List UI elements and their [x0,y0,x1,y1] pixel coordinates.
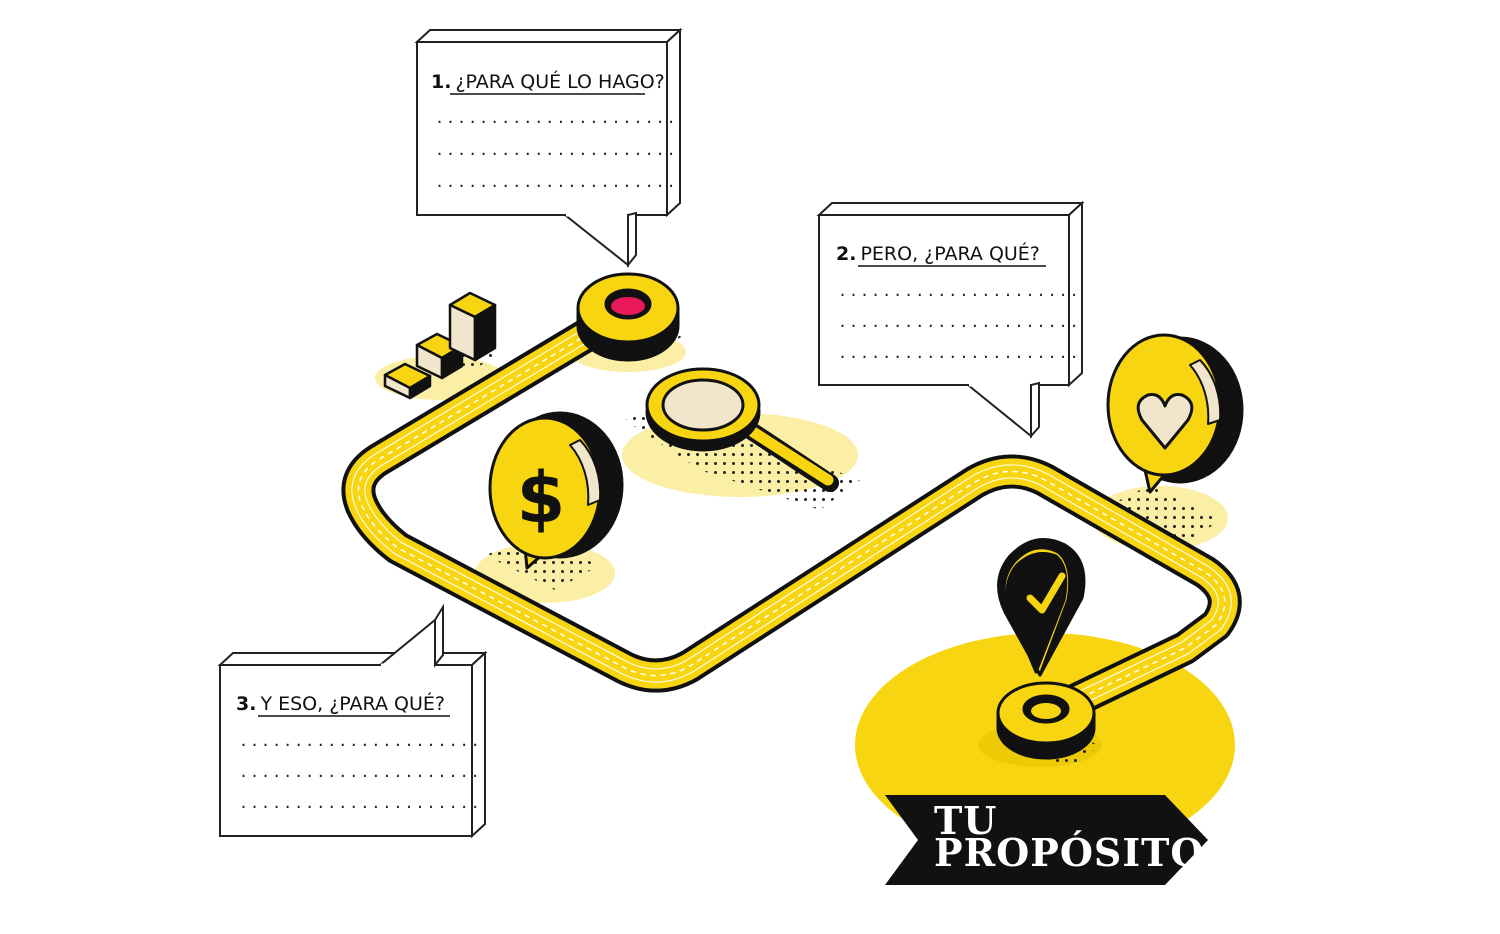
banner-line-2: PROPÓSITO [934,830,1205,875]
bar-chart-icon [383,291,497,400]
check-pin-icon [997,538,1086,677]
start-ring-icon [576,272,680,362]
question-box-1: 1.¿PARA QUÉ LO HAGO? ...................… [414,27,683,268]
question-box-3: 3.Y ESO, ¿PARA QUÉ? ....................… [217,603,488,839]
question-2-number: 2. [836,243,856,265]
dollar-bubble-icon: $ [488,411,624,570]
question-1-text: ¿PARA QUÉ LO HAGO? [455,70,664,93]
heart-bubble-icon [1106,333,1244,494]
answer-line: ...................... [838,282,1081,300]
svg-text:3.Y ESO, ¿PARA QUÉ?: 3.Y ESO, ¿PARA QUÉ? [236,692,445,715]
answer-line: ...................... [838,344,1081,362]
answer-line: ...................... [838,313,1081,331]
svg-text:1.¿PARA QUÉ LO HAGO?: 1.¿PARA QUÉ LO HAGO? [431,70,665,93]
road-path [341,301,1242,732]
answer-line: ...................... [435,141,678,159]
purpose-banner: TU PROPÓSITO [885,795,1208,885]
svg-text:$: $ [517,457,566,539]
question-box-2: 2.PERO, ¿PARA QUÉ? .....................… [816,200,1085,439]
question-3-text: Y ESO, ¿PARA QUÉ? [259,692,445,715]
svg-text:2.PERO, ¿PARA QUÉ?: 2.PERO, ¿PARA QUÉ? [836,242,1040,265]
question-3-number: 3. [236,693,256,715]
answer-line: ...................... [239,794,482,812]
question-2-text: PERO, ¿PARA QUÉ? [860,242,1039,265]
answer-line: ...................... [435,109,678,127]
magnifier-icon [645,367,839,492]
question-1-number: 1. [431,71,451,93]
end-ring-icon [996,681,1096,760]
answer-line: ...................... [435,173,678,191]
banner-line-1: TU [934,798,997,843]
answer-line: ...................... [239,763,482,781]
answer-line: ...................... [239,732,482,750]
